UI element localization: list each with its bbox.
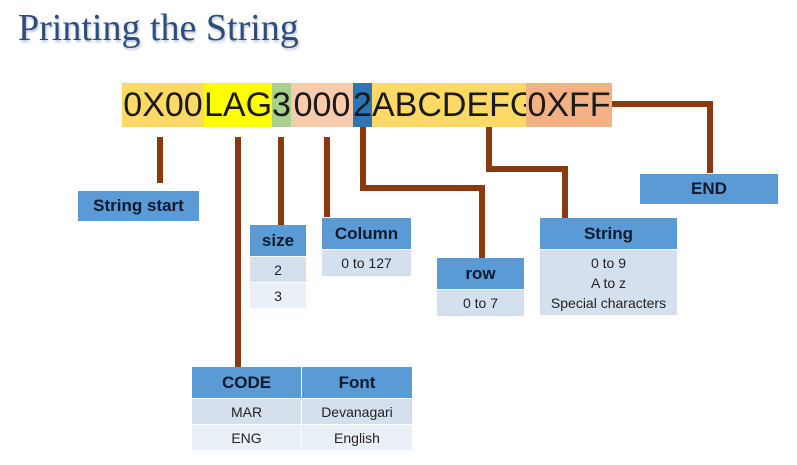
- connector-string-horizontal: [486, 166, 568, 172]
- connector-size: [278, 137, 284, 225]
- row-header: row: [437, 258, 524, 289]
- string-header: String: [540, 218, 677, 249]
- connector-row-vertical-1: [360, 127, 366, 191]
- connector-string-vertical-2: [562, 166, 568, 218]
- segment-row: 2: [353, 83, 372, 127]
- code-header: CODE: [192, 367, 301, 398]
- string-value-line: 0 to 9: [590, 254, 627, 271]
- string-start-label: String start: [78, 191, 199, 221]
- segment-string: ABCDEFG: [372, 83, 526, 127]
- font-value: Devanagari: [302, 399, 412, 424]
- connector-string-start: [157, 137, 163, 183]
- end-label: END: [640, 174, 778, 204]
- string-value-line: A to z: [590, 274, 627, 291]
- connector-code: [235, 137, 241, 368]
- string-values: 0 to 9 A to z Special characters: [540, 250, 677, 315]
- connector-end-vertical: [707, 101, 713, 173]
- code-value: MAR: [192, 399, 301, 424]
- size-header: size: [250, 225, 306, 256]
- column-header: Column: [322, 218, 411, 249]
- font-header: Font: [302, 367, 412, 398]
- size-value: 2: [250, 257, 306, 282]
- segment-string-start: 0X00: [122, 83, 204, 127]
- page-title: Printing the String: [18, 7, 299, 49]
- column-value: 0 to 127: [322, 250, 411, 276]
- connector-end-horizontal: [612, 101, 713, 107]
- segment-size: 3: [272, 83, 291, 127]
- segment-column: 000: [291, 83, 353, 127]
- code-value: ENG: [192, 425, 301, 450]
- string-value-line: Special characters: [550, 294, 667, 311]
- row-value: 0 to 7: [437, 290, 524, 316]
- connector-column: [324, 137, 330, 217]
- connector-string-vertical-1: [486, 127, 492, 172]
- connector-row-horizontal: [360, 185, 485, 191]
- connector-row-vertical-2: [479, 185, 485, 258]
- segment-code: LAG: [204, 83, 272, 127]
- size-value: 3: [250, 283, 306, 308]
- font-value: English: [302, 425, 412, 450]
- segment-end: 0XFF: [526, 83, 612, 127]
